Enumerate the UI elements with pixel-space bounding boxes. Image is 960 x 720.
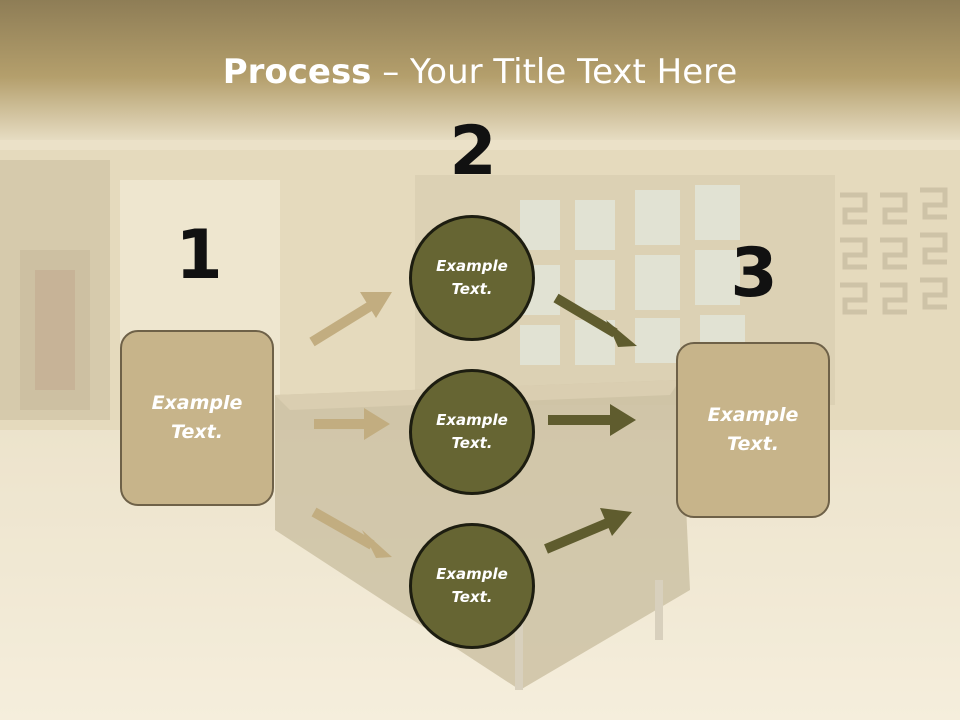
arrow-box1-to-circle1: [309, 292, 392, 347]
step-2-circle-2: Example Text.: [409, 369, 535, 495]
step-number-2: 2: [449, 112, 497, 191]
step-1-text: Example Text.: [151, 392, 243, 443]
slide-title: Process – Your Title Text Here: [0, 52, 960, 92]
circle-2-text: Example Text.: [436, 411, 508, 452]
arrow-circle2-to-box3: [548, 404, 636, 436]
title-rest: – Your Title Text Here: [371, 52, 738, 92]
step-2-circle-3: Example Text.: [409, 523, 535, 649]
arrow-box1-to-circle2: [314, 408, 390, 440]
circle-3-text: Example Text.: [436, 565, 508, 606]
step-2-circle-1: Example Text.: [409, 215, 535, 341]
arrow-circle3-to-box3: [544, 508, 632, 554]
step-3-text: Example Text.: [707, 404, 799, 455]
arrow-box1-to-circle3: [311, 507, 392, 558]
step-number-1: 1: [175, 216, 223, 295]
title-bold: Process: [222, 52, 372, 92]
circle-1-text: Example Text.: [436, 257, 508, 298]
step-1-box: Example Text.: [120, 330, 274, 506]
step-number-3: 3: [730, 234, 778, 313]
step-3-box: Example Text.: [676, 342, 830, 518]
arrow-circle1-to-box3: [553, 293, 637, 347]
